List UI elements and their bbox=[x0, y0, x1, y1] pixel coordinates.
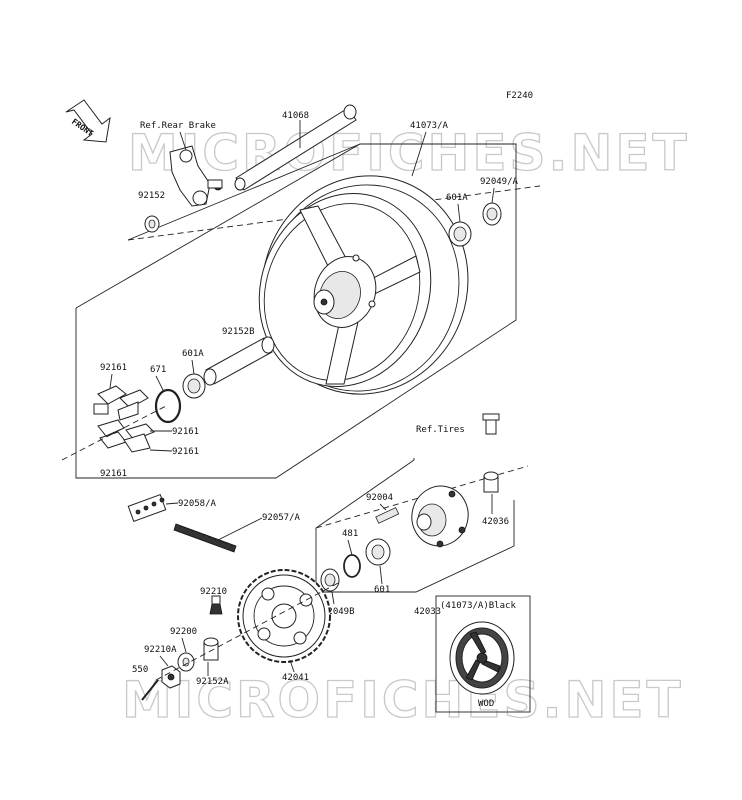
label-92210a: 92210A bbox=[144, 645, 177, 655]
bearing-601 bbox=[365, 538, 391, 566]
label-671: 671 bbox=[150, 365, 166, 375]
label-92152b: 92152B bbox=[222, 327, 255, 337]
cotter-pin-550 bbox=[141, 679, 159, 701]
rear-wheel-41073a bbox=[258, 175, 469, 395]
label-601a-top: 601A bbox=[446, 193, 468, 203]
label-41068: 41068 bbox=[282, 111, 309, 121]
collar-92152b bbox=[203, 336, 275, 386]
label-42036: 42036 bbox=[482, 517, 509, 527]
label-92004: 92004 bbox=[366, 493, 393, 503]
dampers-92161 bbox=[93, 385, 155, 453]
circlip-481 bbox=[343, 554, 361, 578]
seal-92049b bbox=[320, 568, 340, 592]
axle-41068 bbox=[234, 104, 357, 191]
collar-42036 bbox=[483, 471, 499, 493]
label-ref-tires: Ref.Tires bbox=[416, 425, 465, 435]
washer-92200 bbox=[177, 652, 195, 672]
label-92057a: 92057/A bbox=[262, 513, 301, 523]
label-92161-d: 92161 bbox=[100, 469, 127, 479]
label-92049b: 92049B bbox=[322, 607, 355, 617]
label-92152a: 92152A bbox=[196, 677, 229, 687]
collar-92152 bbox=[144, 215, 160, 233]
label-92210: 92210 bbox=[200, 587, 227, 597]
coupling-42033 bbox=[411, 485, 469, 548]
nut-92210a bbox=[161, 665, 181, 689]
seal-92049a bbox=[482, 202, 502, 226]
label-92161-a: 92161 bbox=[100, 363, 127, 373]
label-92152: 92152 bbox=[138, 191, 165, 201]
label-92200: 92200 bbox=[170, 627, 197, 637]
watermark-bottom: MICROFICHES.NET bbox=[122, 671, 684, 729]
label-550: 550 bbox=[132, 665, 148, 675]
rear-brake-bracket bbox=[169, 145, 223, 207]
tire-valve bbox=[482, 413, 500, 435]
black-wheel-inset bbox=[435, 595, 531, 713]
label-41073a-black: (41073/A)Black bbox=[440, 601, 516, 611]
diagram-code: F2240 bbox=[506, 91, 533, 101]
sprocket-42041 bbox=[237, 569, 331, 663]
stud-92210 bbox=[209, 595, 223, 615]
label-601a-mid: 601A bbox=[182, 349, 204, 359]
label-601: 601 bbox=[374, 585, 390, 595]
front-direction-arrow: FRONT bbox=[65, 99, 111, 143]
watermark-top: MICROFICHES.NET bbox=[128, 124, 690, 182]
spacer-92004 bbox=[375, 507, 400, 524]
label-92049a: 92049/A bbox=[480, 177, 519, 187]
o-ring-671 bbox=[154, 388, 182, 424]
chain-92057a bbox=[173, 523, 237, 553]
sprocket-hub-group-frame bbox=[315, 458, 515, 593]
label-42041: 42041 bbox=[282, 673, 309, 683]
label-42033: 42033 bbox=[414, 607, 441, 617]
label-wod: WOD bbox=[478, 699, 494, 709]
label-92058a: 92058/A bbox=[178, 499, 217, 509]
label-41073a: 41073/A bbox=[410, 121, 449, 131]
bearing-601a-top bbox=[448, 221, 472, 247]
collar-92152a bbox=[203, 637, 219, 661]
wheel-group-frame bbox=[75, 143, 517, 479]
label-92161-b: 92161 bbox=[172, 427, 199, 437]
label-ref-rear-brake: Ref.Rear Brake bbox=[140, 121, 216, 131]
label-481: 481 bbox=[342, 529, 358, 539]
label-92161-c: 92161 bbox=[172, 447, 199, 457]
chain-joint-92058a bbox=[127, 494, 167, 522]
bearing-601a-mid bbox=[182, 373, 206, 399]
